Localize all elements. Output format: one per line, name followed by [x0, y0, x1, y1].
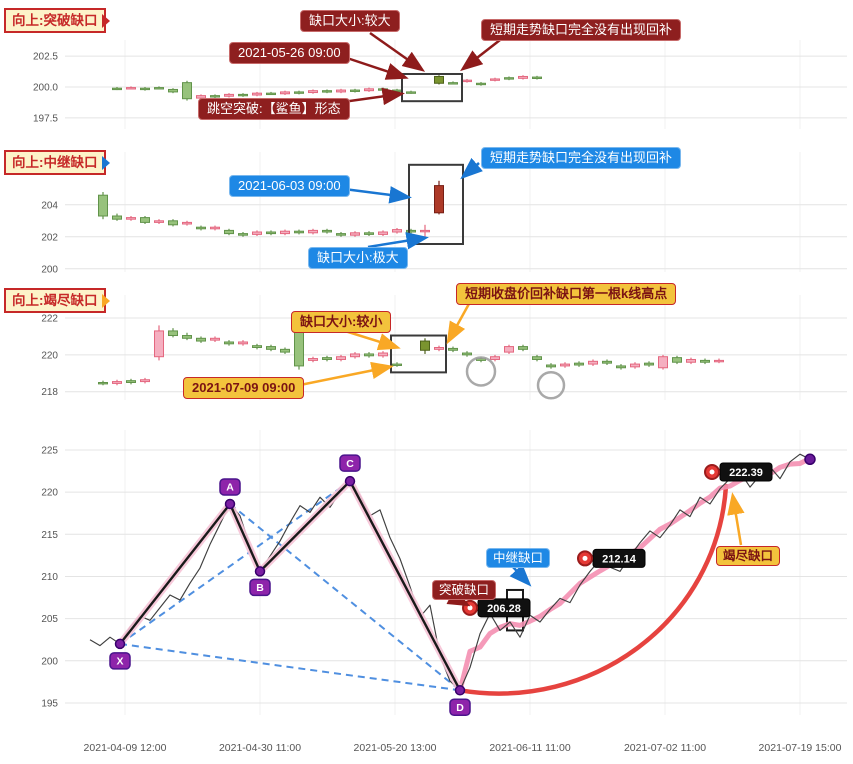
- svg-text:2021-06-11 11:00: 2021-06-11 11:00: [489, 742, 571, 754]
- svg-text:220: 220: [41, 350, 58, 361]
- banner-exhaustion-gap: 向上:竭尽缺口: [4, 288, 106, 313]
- svg-text:B: B: [256, 582, 264, 594]
- svg-text:215: 215: [41, 530, 58, 541]
- svg-text:212.14: 212.14: [602, 553, 637, 565]
- p2-datetime-label: 2021-06-03 09:00: [229, 175, 350, 197]
- svg-text:205: 205: [41, 614, 58, 625]
- svg-text:2021-04-09 12:00: 2021-04-09 12:00: [84, 742, 167, 754]
- svg-text:202.5: 202.5: [33, 52, 58, 63]
- svg-text:204: 204: [41, 200, 58, 211]
- p1-gap-size-label: 缺口大小:较大: [300, 10, 400, 32]
- svg-text:2021-04-30 11:00: 2021-04-30 11:00: [219, 742, 301, 754]
- svg-text:200: 200: [41, 264, 58, 275]
- svg-text:D: D: [456, 702, 464, 714]
- p3-fill-note-label: 短期收盘价回补缺口第一根k线高点: [456, 283, 677, 305]
- svg-text:200.0: 200.0: [33, 82, 58, 93]
- svg-text:200: 200: [41, 656, 58, 667]
- svg-text:2021-07-02 11:00: 2021-07-02 11:00: [624, 742, 706, 754]
- svg-text:206.28: 206.28: [487, 603, 521, 615]
- p4-continuation-gap-label: 中继缺口: [486, 548, 551, 568]
- svg-text:220: 220: [41, 488, 58, 499]
- p1-no-fill-label: 短期走势缺口完全没有出现回补: [481, 19, 682, 41]
- svg-text:222: 222: [41, 314, 58, 325]
- svg-text:222.39: 222.39: [729, 467, 763, 479]
- p1-pattern-label: 跳空突破:【鲨鱼】形态: [198, 98, 350, 120]
- svg-text:195: 195: [41, 698, 58, 709]
- svg-text:A: A: [226, 482, 234, 494]
- p3-datetime-label: 2021-07-09 09:00: [183, 377, 305, 399]
- svg-text:2021-07-19 15:00: 2021-07-19 15:00: [759, 742, 842, 754]
- p3-gap-size-label: 缺口大小:较小: [291, 311, 392, 333]
- p4-breakout-gap-label: 突破缺口: [432, 580, 497, 600]
- svg-text:2021-05-20 13:00: 2021-05-20 13:00: [354, 742, 437, 754]
- p2-no-fill-label: 短期走势缺口完全没有出现回补: [481, 147, 682, 169]
- svg-text:X: X: [116, 656, 123, 668]
- banner-breakout-gap: 向上:突破缺口: [4, 8, 106, 33]
- p4-exhaustion-gap-label: 竭尽缺口: [716, 546, 781, 566]
- svg-text:202: 202: [41, 232, 58, 243]
- svg-text:197.5: 197.5: [33, 113, 58, 124]
- banner-continuation-gap: 向上:中继缺口: [4, 150, 106, 175]
- p2-gap-size-label: 缺口大小:极大: [308, 247, 408, 269]
- svg-text:218: 218: [41, 387, 58, 398]
- p1-datetime-label: 2021-05-26 09:00: [229, 42, 350, 64]
- svg-text:210: 210: [41, 572, 58, 583]
- svg-text:225: 225: [41, 445, 58, 456]
- svg-text:C: C: [346, 458, 354, 470]
